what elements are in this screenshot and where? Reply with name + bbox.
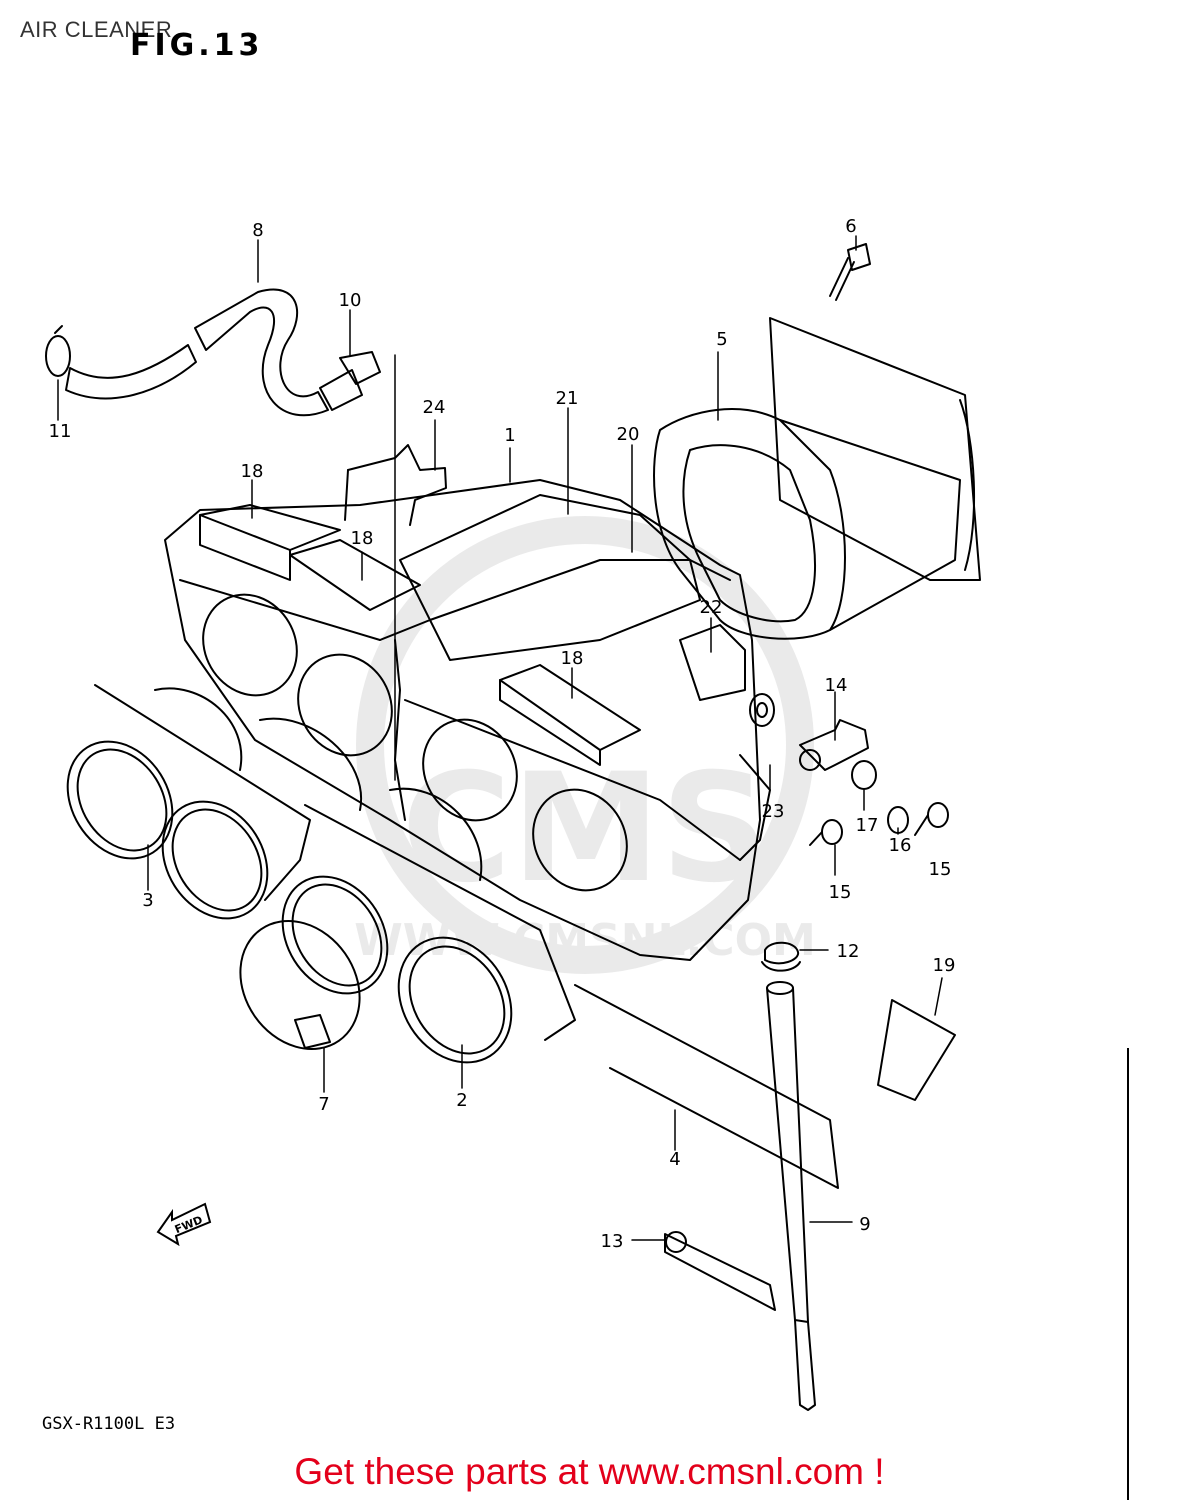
part-18-pads (199, 504, 641, 766)
callout-12: 12 (837, 941, 860, 962)
callout-3: 3 (142, 890, 153, 911)
part-5-filter-element (653, 317, 981, 640)
footer-link[interactable]: Get these parts at www.cmsnl.com ! (294, 1451, 885, 1492)
callout-21: 21 (556, 388, 579, 409)
callout-11: 11 (49, 421, 72, 442)
part-11-clamp (45, 325, 71, 377)
callout-8: 8 (252, 220, 263, 241)
part-12-clamp (761, 941, 801, 972)
callout-18-middle: 18 (351, 528, 374, 549)
part-22-23-details (679, 624, 771, 861)
footer-banner[interactable]: Get these parts at www.cmsnl.com ! (0, 1451, 1179, 1493)
callout-5: 5 (716, 329, 727, 350)
callout-19: 19 (933, 955, 956, 976)
model-code: GSX-R1100L E3 (42, 1414, 176, 1434)
part-19-cover (877, 999, 956, 1101)
callouts: 1 2 3 4 5 6 7 8 9 10 11 12 13 14 15 15 1… (49, 216, 956, 1252)
callout-1: 1 (504, 425, 515, 446)
part-8-breather-hose (65, 288, 363, 417)
callout-14: 14 (825, 675, 848, 696)
part-2-intake-boots (281, 787, 576, 1064)
housing-openings (202, 593, 628, 892)
callout-16: 16 (889, 835, 912, 856)
callout-9: 9 (859, 1214, 870, 1235)
arrow-left-fwd-icon: FWD (156, 1202, 212, 1247)
figure-label: FIG.13 (130, 28, 264, 63)
callout-15-right: 15 (929, 859, 952, 880)
part-9-drain-tube (766, 981, 816, 1411)
part-13-strap (664, 1231, 776, 1311)
callout-2: 2 (456, 1090, 467, 1111)
part-15-bolt-right (914, 802, 949, 836)
callout-4: 4 (669, 1149, 680, 1170)
leader-lines (57, 235, 943, 1241)
callout-22: 22 (700, 597, 723, 618)
part-20-21-seal (399, 494, 701, 661)
part-1-air-cleaner-case (164, 479, 761, 961)
part-6-screw (829, 243, 871, 301)
callout-24: 24 (423, 397, 446, 418)
part-15-bolt-left (809, 819, 843, 846)
part-10-clip (339, 351, 381, 385)
part-24-bracket (344, 444, 447, 526)
part-4-rod (574, 984, 839, 1189)
part-3-intake-boots (66, 684, 363, 920)
callout-20: 20 (617, 424, 640, 445)
part-7-clamp (239, 919, 361, 1051)
part-14-bracket (799, 719, 869, 771)
callout-18-left: 18 (241, 461, 264, 482)
grommet (749, 693, 775, 727)
callout-15-left: 15 (829, 882, 852, 903)
callout-18-lower: 18 (561, 648, 584, 669)
part-17-washer (851, 760, 877, 790)
callout-6: 6 (845, 216, 856, 237)
page-title: AIR CLEANER (20, 17, 173, 42)
callout-17: 17 (856, 815, 879, 836)
callout-7: 7 (318, 1094, 329, 1115)
callout-10: 10 (339, 290, 362, 311)
callout-23: 23 (762, 801, 785, 822)
watermark-url: WWW.CMSNL.COM (354, 915, 816, 966)
callout-13: 13 (601, 1231, 624, 1252)
